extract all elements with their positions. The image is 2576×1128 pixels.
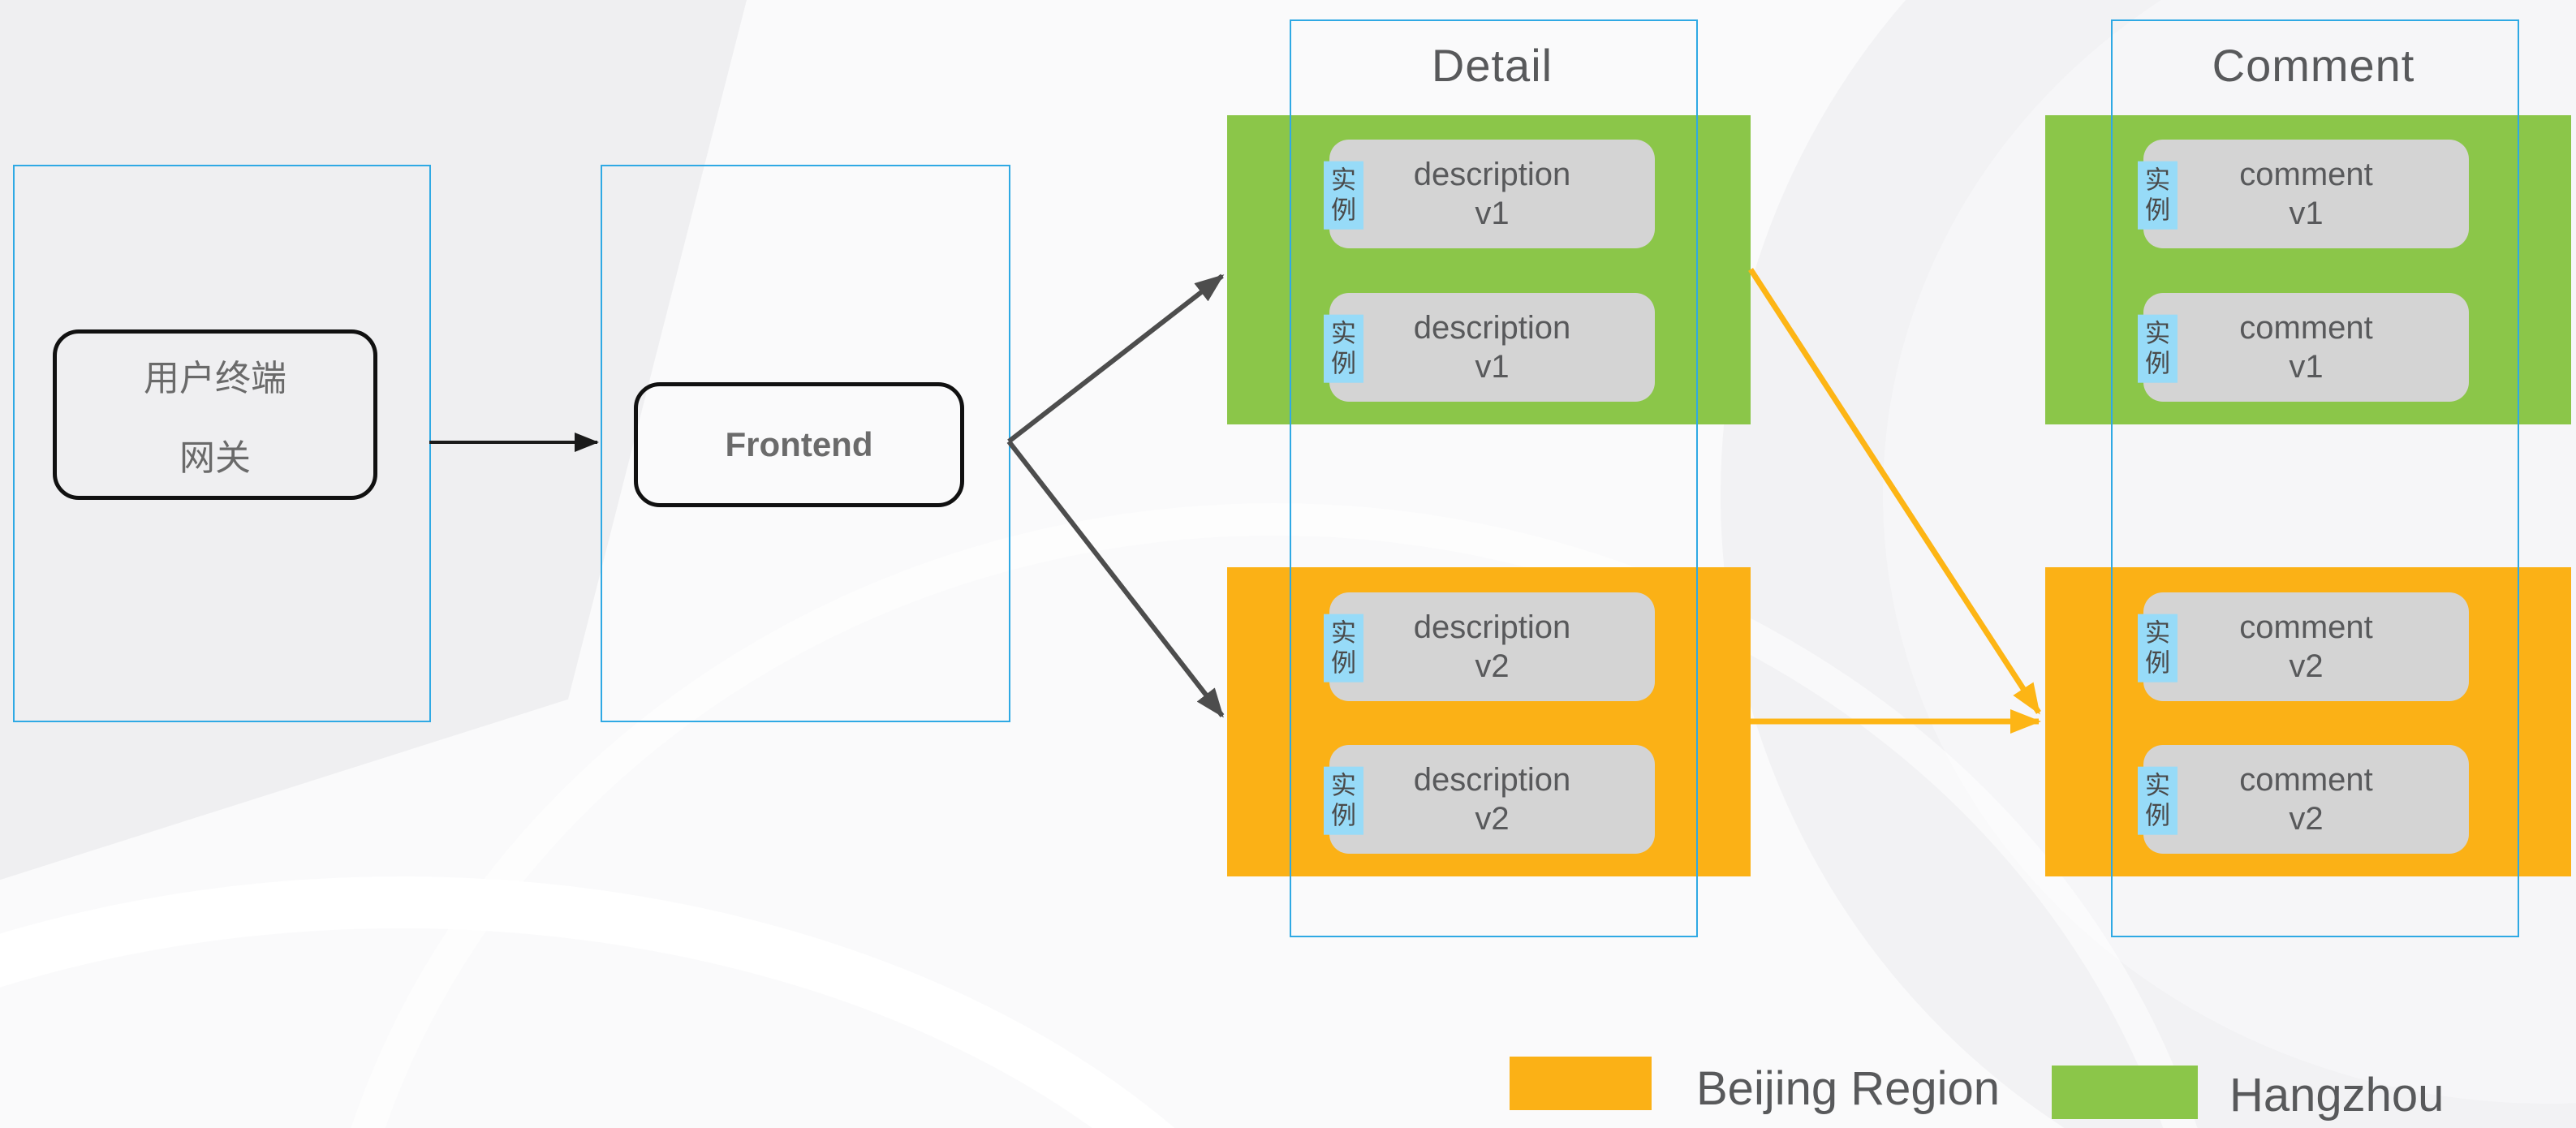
instance-chip-comment-v2-b: 实例 comment v2 — [2138, 745, 2469, 854]
detail-column-title: Detail — [1431, 40, 1553, 91]
instance-version: v1 — [2289, 196, 2324, 231]
instance-chip-detail-v1-b: 实例 description v1 — [1324, 293, 1655, 402]
instance-chip-detail-v1-a: 实例 description v1 — [1324, 140, 1655, 248]
instance-chip-detail-v2-a: 实例 description v2 — [1324, 592, 1655, 701]
frontend-node: Frontend — [634, 382, 964, 507]
detail-column-box — [1290, 19, 1698, 937]
instance-tag: 实例 — [1324, 766, 1363, 835]
instance-chip-detail-v2-b: 实例 description v2 — [1324, 745, 1655, 854]
instance-name: comment — [2239, 762, 2373, 798]
instance-version: v1 — [2289, 349, 2324, 385]
instance-version: v2 — [1475, 648, 1510, 684]
instance-name: comment — [2239, 609, 2373, 645]
frontend-column-box — [601, 165, 1010, 722]
user-gateway-column-box — [13, 165, 431, 722]
instance-version: v1 — [1475, 349, 1510, 385]
instance-name: description — [1413, 762, 1571, 798]
instance-name: description — [1413, 609, 1571, 645]
user-gateway-node: 用户终端 网关 — [53, 329, 377, 500]
instance-name: description — [1413, 157, 1571, 192]
instance-tag: 实例 — [2138, 766, 2178, 835]
legend-hangzhou-label: Hangzhou Region — [2229, 1069, 2445, 1128]
user-gateway-label-line2: 网关 — [179, 438, 251, 478]
instance-chip-comment-v1-b: 实例 comment v1 — [2138, 293, 2469, 402]
instance-tag: 实例 — [2138, 314, 2178, 383]
legend-beijing-swatch — [1510, 1057, 1652, 1110]
instance-version: v2 — [2289, 801, 2324, 837]
instance-tag: 实例 — [1324, 314, 1363, 383]
instance-tag: 实例 — [2138, 614, 2178, 682]
instance-chip-comment-v2-a: 实例 comment v2 — [2138, 592, 2469, 701]
instance-chip-comment-v1-a: 实例 comment v1 — [2138, 140, 2469, 248]
instance-name: comment — [2239, 157, 2373, 192]
legend-beijing-label: Beijing Region — [1696, 1062, 2001, 1115]
instance-version: v2 — [1475, 801, 1510, 837]
comment-column-title: Comment — [2212, 40, 2415, 91]
instance-tag: 实例 — [1324, 614, 1363, 682]
instance-tag: 实例 — [2138, 161, 2178, 230]
instance-tag: 实例 — [1324, 161, 1363, 230]
legend-hangzhou-swatch — [2052, 1066, 2198, 1119]
user-gateway-label-line1: 用户终端 — [144, 359, 286, 398]
instance-name: description — [1413, 310, 1571, 346]
instance-version: v2 — [2289, 648, 2324, 684]
instance-version: v1 — [1475, 196, 1510, 231]
instance-name: comment — [2239, 310, 2373, 346]
comment-column-box — [2111, 19, 2519, 937]
frontend-label: Frontend — [725, 425, 873, 463]
arrow-frontend-to-hangzhou-detail — [1007, 273, 1225, 444]
